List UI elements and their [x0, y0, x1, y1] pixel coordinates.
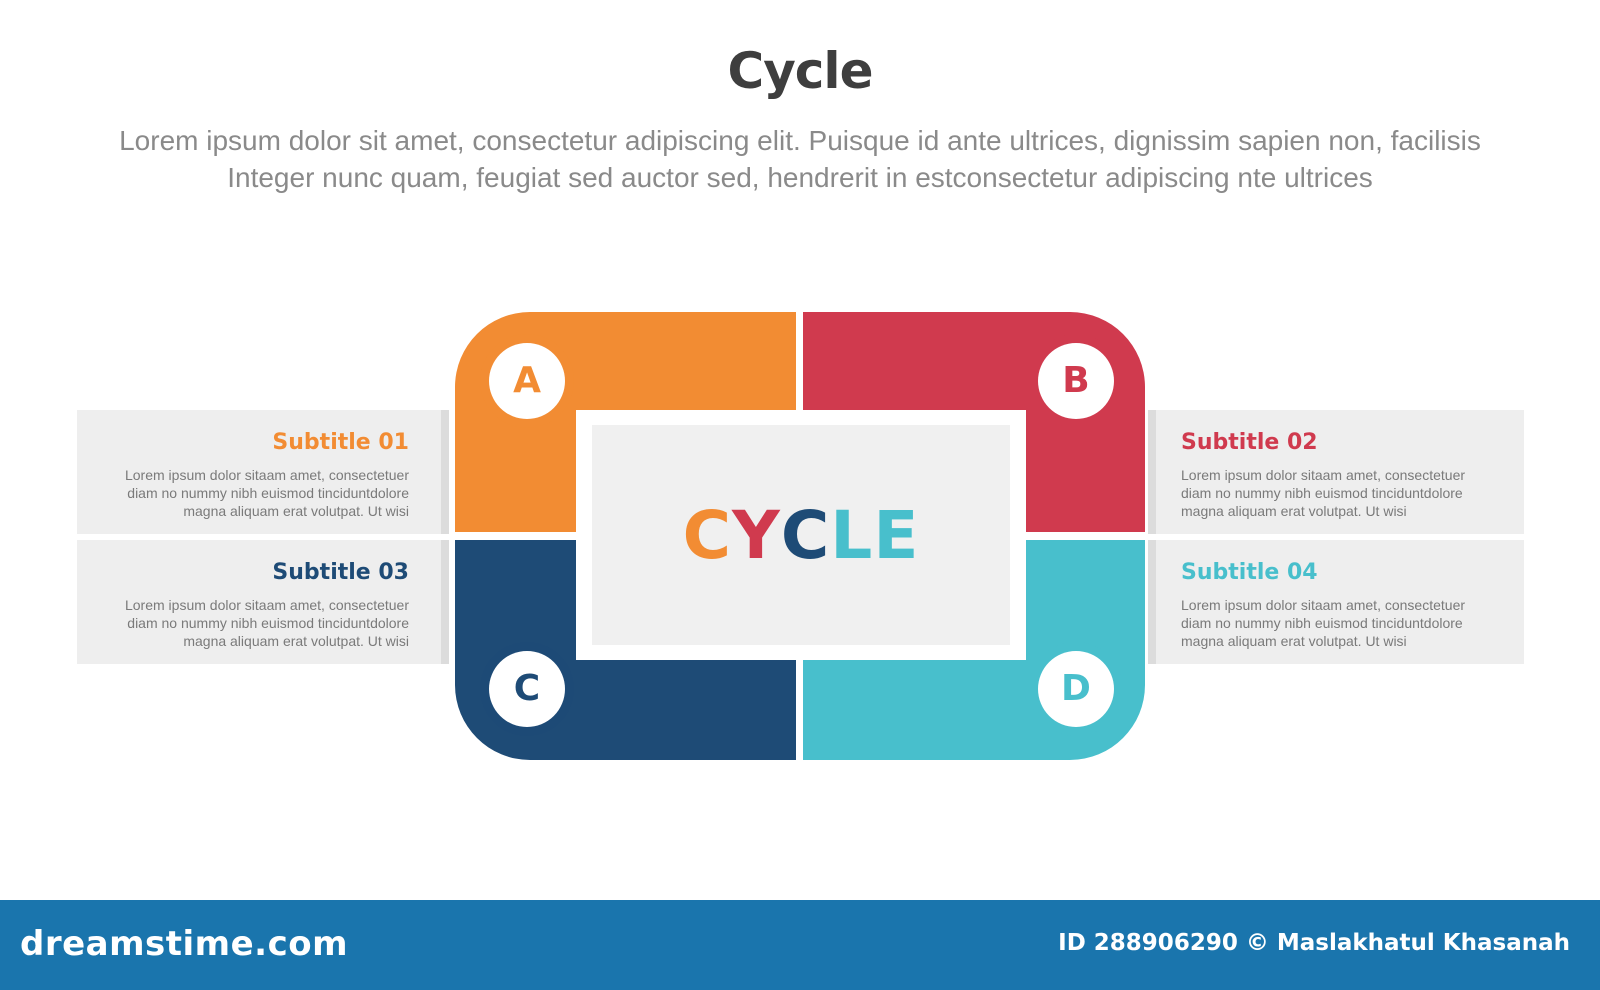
badge-b-letter: B: [1062, 360, 1090, 401]
body-text-02-line-1: Lorem ipsum dolor sitaam amet, consectet…: [1181, 467, 1466, 483]
badge-c: [480, 642, 574, 736]
footer-brand: dreamstime.com: [20, 924, 349, 964]
body-text-01-line-1: Lorem ipsum dolor sitaam amet, consectet…: [124, 467, 409, 483]
badge-a: [480, 334, 574, 428]
footer-credit: ID 288906290 © Maslakhatul Khasanah: [1058, 930, 1570, 956]
info-panel-03: Subtitle 03 Lorem ipsum dolor sitaam ame…: [77, 540, 449, 664]
badge-a-letter: A: [513, 360, 541, 401]
center-letter-3: C: [780, 496, 831, 574]
body-text-01-line-2: diam no nummy nibh euismod tinciduntdolo…: [127, 485, 409, 501]
body-text-02-line-3: magna aliquam erat volutpat. Ut wisi: [1181, 503, 1407, 519]
description-line-2: Integer nunc quam, feugiat sed auctor se…: [227, 162, 1373, 193]
subtitle-04: Subtitle 04: [1181, 560, 1318, 585]
body-text-04: Lorem ipsum dolor sitaam amet, consectet…: [1181, 596, 1501, 650]
badge-a-disc: [489, 343, 565, 419]
badge-c-letter: C: [513, 668, 541, 709]
body-text-04-line-2: diam no nummy nibh euismod tinciduntdolo…: [1181, 615, 1463, 631]
description-line-1: Lorem ipsum dolor sit amet, consectetur …: [119, 125, 1481, 156]
body-text-03: Lorem ipsum dolor sitaam amet, consectet…: [89, 596, 409, 650]
body-text-02: Lorem ipsum dolor sitaam amet, consectet…: [1181, 466, 1501, 520]
badge-b: [1029, 334, 1123, 428]
body-text-01-line-3: magna aliquam erat volutpat. Ut wisi: [183, 503, 409, 519]
subtitle-02: Subtitle 02: [1181, 430, 1318, 455]
page-description: Lorem ipsum dolor sit amet, consectetur …: [60, 122, 1540, 196]
body-text-03-line-1: Lorem ipsum dolor sitaam amet, consectet…: [124, 597, 409, 613]
badge-d-disc: [1038, 651, 1114, 727]
center-letter-2: Y: [732, 496, 781, 574]
badge-b-disc: [1038, 343, 1114, 419]
body-text-03-line-3: magna aliquam erat volutpat. Ut wisi: [183, 633, 409, 649]
center-word: C Y C L E: [592, 425, 1010, 645]
info-panel-01: Subtitle 01 Lorem ipsum dolor sitaam ame…: [77, 410, 449, 534]
center-letter-4: L: [830, 496, 874, 574]
body-text-01: Lorem ipsum dolor sitaam amet, consectet…: [89, 466, 409, 520]
info-panel-04: Subtitle 04 Lorem ipsum dolor sitaam ame…: [1148, 540, 1524, 664]
badge-d: [1029, 642, 1123, 736]
badge-c-disc: [489, 651, 565, 727]
body-text-04-line-3: magna aliquam erat volutpat. Ut wisi: [1181, 633, 1407, 649]
body-text-02-line-2: diam no nummy nibh euismod tinciduntdolo…: [1181, 485, 1463, 501]
center-letter-1: C: [682, 496, 733, 574]
body-text-04-line-1: Lorem ipsum dolor sitaam amet, consectet…: [1181, 597, 1466, 613]
body-text-03-line-2: diam no nummy nibh euismod tinciduntdolo…: [127, 615, 409, 631]
info-panel-02: Subtitle 02 Lorem ipsum dolor sitaam ame…: [1148, 410, 1524, 534]
center-box: [592, 425, 1010, 645]
subtitle-03: Subtitle 03: [272, 560, 409, 585]
footer-bar: dreamstime.com ID 288906290 © Maslakhatu…: [0, 900, 1600, 990]
badge-d-letter: D: [1061, 668, 1091, 709]
center-letter-5: E: [873, 496, 920, 574]
subtitle-01: Subtitle 01: [272, 430, 409, 455]
page-title: Cycle: [727, 42, 874, 100]
